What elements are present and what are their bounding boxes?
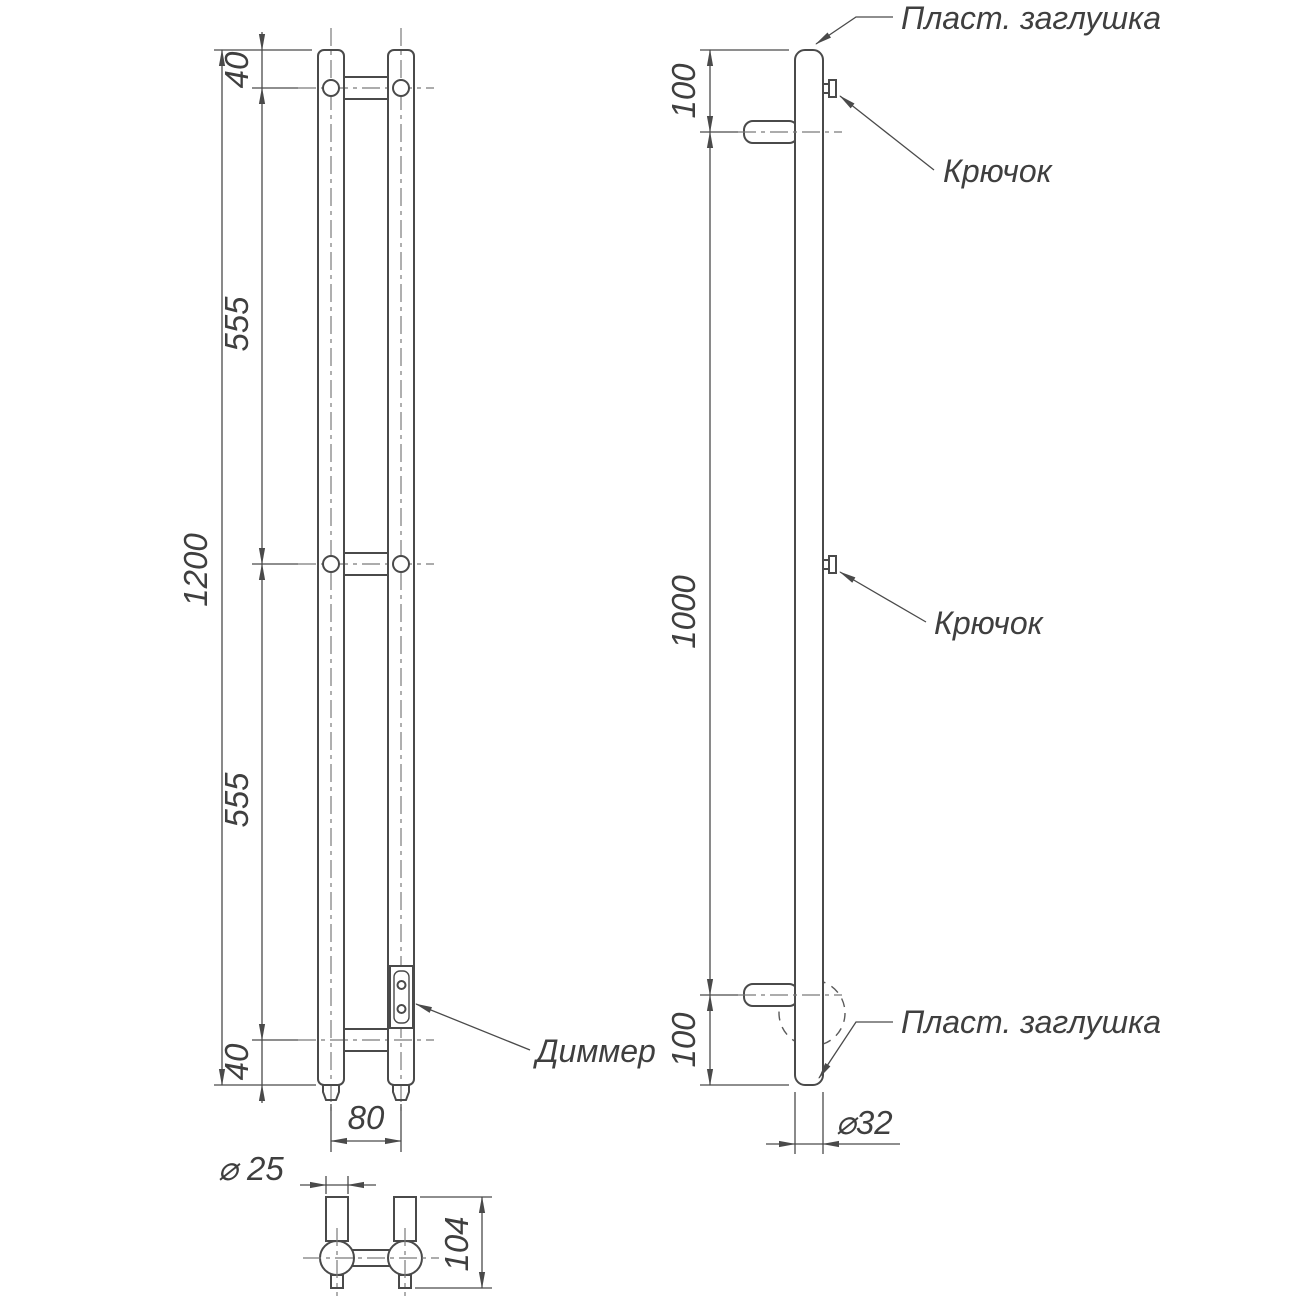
plug-top-label: Пласт. заглушка	[901, 0, 1161, 36]
top-view	[303, 1196, 439, 1296]
dim-bottom-offset: 40	[218, 1043, 255, 1080]
left-tube	[317, 49, 345, 1086]
hook-knob	[828, 79, 837, 98]
leader-line	[839, 571, 927, 623]
dim-top-offset: 40	[218, 51, 255, 88]
dim-bracket-span: 1000	[665, 575, 702, 649]
dimmer-callout: Диммер	[415, 1003, 656, 1069]
dim-upper-span: 555	[218, 296, 255, 352]
right-foot	[392, 1085, 410, 1101]
heating-bar	[794, 49, 824, 1086]
leader-line	[415, 1003, 531, 1051]
leader-line	[815, 16, 893, 45]
plug-bottom-label: Пласт. заглушка	[901, 1004, 1161, 1040]
hook-top	[822, 79, 837, 98]
hook-bottom-label: Крючок	[934, 605, 1045, 641]
dim-lower-span: 555	[218, 772, 255, 828]
screw-cap-icon	[322, 555, 340, 573]
hook-bottom	[822, 555, 837, 574]
side-dimensions: 100 1000 100 ⌀32 Пласт. заглушка Крючок …	[665, 0, 1161, 1154]
front-dimensions: 1200 40 555 555 40 80 Диммер	[177, 32, 656, 1152]
screw-cap-icon	[392, 79, 410, 97]
left-foot	[322, 1085, 340, 1101]
dim-overall-height: 1200	[177, 533, 214, 607]
screw-cap-icon	[392, 555, 410, 573]
dimmer-panel	[393, 970, 410, 1024]
dimmer-led-icon	[396, 980, 407, 990]
side-view	[738, 49, 846, 1086]
leader-line	[818, 1021, 893, 1079]
screw-cap-icon	[322, 79, 340, 97]
hook-top-label: Крючок	[943, 153, 1054, 189]
front-view	[298, 28, 434, 1112]
dimmer	[389, 965, 414, 1029]
dim-depth: 104	[438, 1216, 475, 1271]
leader-line	[839, 95, 935, 171]
dim-axis-width: 80	[348, 1099, 385, 1136]
top-dimensions: ⌀ 25 104	[218, 1150, 492, 1289]
dim-tube-diameter: ⌀ 25	[218, 1150, 284, 1187]
dim-hook-bottom-offset: 100	[665, 1012, 702, 1068]
dimmer-body	[389, 965, 414, 1029]
right-tube	[387, 49, 415, 1086]
plug-top-callout: Пласт. заглушка	[815, 0, 1161, 45]
hook-knob	[828, 555, 837, 574]
hook-top-callout: Крючок	[839, 95, 1054, 189]
hook-bottom-callout: Крючок	[839, 571, 1045, 641]
dim-hook-top-offset: 100	[665, 63, 702, 119]
dimmer-button-icon	[396, 1004, 407, 1014]
plug-bottom-callout: Пласт. заглушка	[818, 1004, 1161, 1079]
dimmer-label: Диммер	[533, 1033, 656, 1069]
dim-bar-diameter: ⌀32	[836, 1104, 893, 1141]
